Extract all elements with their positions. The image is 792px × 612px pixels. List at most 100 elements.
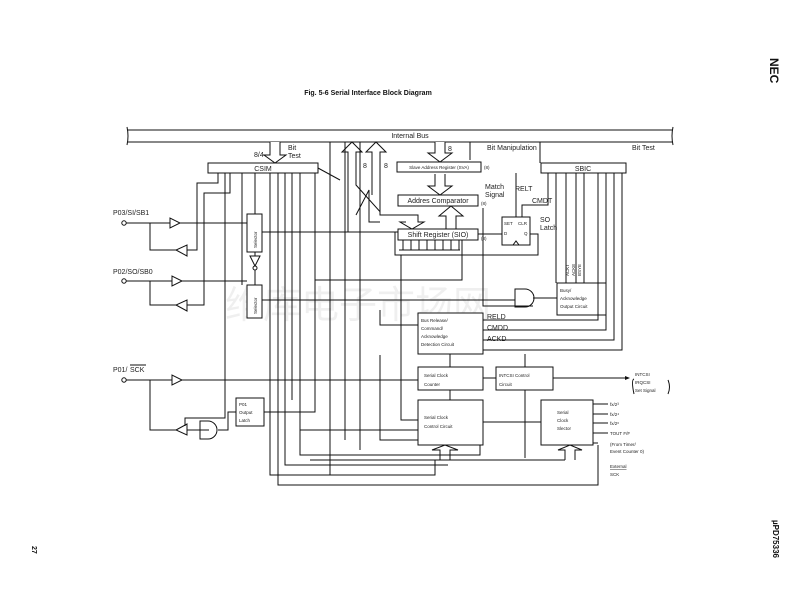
inverter-bubble xyxy=(252,265,258,271)
busy-label-1: Busy/ xyxy=(560,288,572,293)
selector-si: Selector xyxy=(246,213,263,253)
serial-clock-selector: Serial Clock Slector xyxy=(540,399,594,446)
busrel-label-1: Bus Release/ xyxy=(421,318,449,323)
sva-label: Slave Address Register (SVA) xyxy=(409,165,469,170)
p01-output-latch: P01 Output Latch xyxy=(235,397,265,427)
relt-label: RELT xyxy=(515,186,533,193)
bus-release-detection-circuit: Bus Release/ Command/ Acknowledge Detect… xyxy=(417,312,508,355)
internal-bus: Internal Bus Bit Manipulation Bit Test B… xyxy=(126,126,674,160)
pin-p03-terminal xyxy=(121,220,127,226)
p01-latch-label-2: Output xyxy=(239,410,253,415)
busy-label-2: Acknowledge xyxy=(560,296,587,301)
bit-test-left-label-2: Test xyxy=(288,153,301,160)
serial-clock-control-circuit: Serial Clock Control Circuit xyxy=(417,399,484,446)
fx-2-3-label: fx/2³ xyxy=(610,402,619,407)
bus-width-8-4: 8/4 xyxy=(254,152,264,159)
inverter xyxy=(249,255,261,268)
intcsi-label-2: Circuit xyxy=(499,382,513,387)
scc-label-1: Serial Clock xyxy=(424,373,449,378)
sctl-label-1: Serial Clock xyxy=(424,415,449,420)
brand-logo: NEC xyxy=(767,58,781,84)
p01-latch-label-1: P01 xyxy=(239,402,248,407)
busrel-label-3: Acknowledge xyxy=(421,334,448,339)
acke-label: ACKE xyxy=(571,264,576,276)
buffers xyxy=(169,217,188,436)
scc-label-2: Counter xyxy=(424,382,441,387)
external-label: External xyxy=(610,464,627,469)
bit-test-left-label-1: Bit xyxy=(288,145,296,152)
intcsi-label: INTCSI xyxy=(635,372,650,377)
busrel-label-4: Detection Circuit xyxy=(421,342,455,347)
intcsi-control-circuit: INTCSI Control Circuit xyxy=(495,366,554,391)
csim-label: CSIM xyxy=(254,166,272,173)
latch-d: D xyxy=(504,231,508,236)
outputs: INTCSI IRQCSI Set Signal fx/2³ fx/2⁴ fx/… xyxy=(610,372,670,477)
internal-bus-label: Internal Bus xyxy=(391,133,429,140)
match-signal-label-1: Match xyxy=(485,184,504,191)
figure-title: Fig. 5-6 Serial Interface Block Diagram xyxy=(304,90,432,97)
fx-2-4-label: fx/2⁴ xyxy=(610,412,619,417)
latch-clr: CLR xyxy=(518,221,528,226)
so-latch-label-1: SO xyxy=(540,217,551,224)
reld-label: RELD xyxy=(487,314,506,321)
latch-set: SET xyxy=(504,221,513,226)
page-number: 27 xyxy=(30,546,37,554)
selector-label-2: Selector xyxy=(253,297,258,314)
ssel-label-1: Serial xyxy=(557,410,569,415)
bus-width-labels: 8/4 8 8 8 xyxy=(254,146,452,170)
pin-p03-label: P03/SI/SB1 xyxy=(113,210,149,217)
pin-p02-label: P02/SO/SB0 xyxy=(113,269,153,276)
busy-label-3: Output Circuit xyxy=(560,304,588,309)
sbic-register: SBIC xyxy=(540,162,627,174)
cmdt-label: CMDT xyxy=(532,198,553,205)
and-gate-so xyxy=(514,288,535,308)
part-number: µPD75336 xyxy=(771,520,780,559)
ssel-label-3: Slector xyxy=(557,426,572,431)
selector-label-1: Selector xyxy=(253,231,258,248)
pin-p01-sck-label: SCK xyxy=(130,367,145,374)
busrel-label-2: Command/ xyxy=(421,326,444,331)
csim-register: CSIM xyxy=(207,162,319,174)
cmdd-label: CMDD xyxy=(487,325,508,332)
from-timer-label-2: Event Counter 0) xyxy=(610,449,645,454)
bsye-label: BSYE xyxy=(577,264,582,276)
intcsi-arrowhead xyxy=(625,376,630,380)
bus-width-8b: 8 xyxy=(384,163,388,170)
wiring xyxy=(126,142,625,486)
slave-address-register: Slave Address Register (SVA) (8) xyxy=(396,161,490,173)
so-latch: SET CLR D Q SO Latch xyxy=(501,216,557,246)
sio-width: (8) xyxy=(481,236,487,241)
intcsi-label-1: INTCSI Control xyxy=(499,373,530,378)
selector-so: Selector xyxy=(246,284,263,319)
comparator-width: (8) xyxy=(481,201,487,206)
sio-label: Shift Register (SIO) xyxy=(408,232,469,239)
external-sck-label: SCK xyxy=(610,472,619,477)
sva-width: (8) xyxy=(484,165,490,170)
set-signal-label: Set Signal xyxy=(635,388,656,393)
irqcsi-label: IRQCSI xyxy=(635,380,651,385)
ssel-label-2: Clock xyxy=(557,418,569,423)
bit-test-right-label: Bit Test xyxy=(632,145,655,152)
sbic-label: SBIC xyxy=(575,166,591,173)
bit-manipulation-label: Bit Manipulation xyxy=(487,145,537,152)
pin-p01-terminal xyxy=(121,377,127,383)
fx-2-6-label: fx/2⁶ xyxy=(610,421,619,426)
pin-p01: P01/ SCK xyxy=(113,364,146,383)
so-latch-label-2: Latch xyxy=(540,225,557,232)
tout-label: TOUT F/F xyxy=(610,431,630,436)
serial-clock-counter: Serial Clock Counter xyxy=(417,366,484,391)
pin-p02-terminal xyxy=(121,278,127,284)
ackt-label: ACKT xyxy=(565,264,570,276)
match-signal-label-2: Signal xyxy=(485,192,505,199)
comparator-label: Addres Comparator xyxy=(407,198,469,205)
bus-width-8a: 8 xyxy=(363,163,367,170)
p01-latch-label-3: Latch xyxy=(239,418,251,423)
pin-p01-label: P01/ xyxy=(113,367,127,374)
address-comparator: Addres Comparator (8) Match Signal xyxy=(397,184,505,207)
from-timer-label-1: (From Timer/ xyxy=(610,442,636,447)
bus-width-8c: 8 xyxy=(448,146,452,153)
sctl-label-2: Control Circuit xyxy=(424,424,453,429)
busy-acknowledge-output-circuit: Busy/ Acknowledge Output Circuit xyxy=(556,282,607,316)
shift-register-sio: Shift Register (SIO) (8) xyxy=(397,228,487,251)
